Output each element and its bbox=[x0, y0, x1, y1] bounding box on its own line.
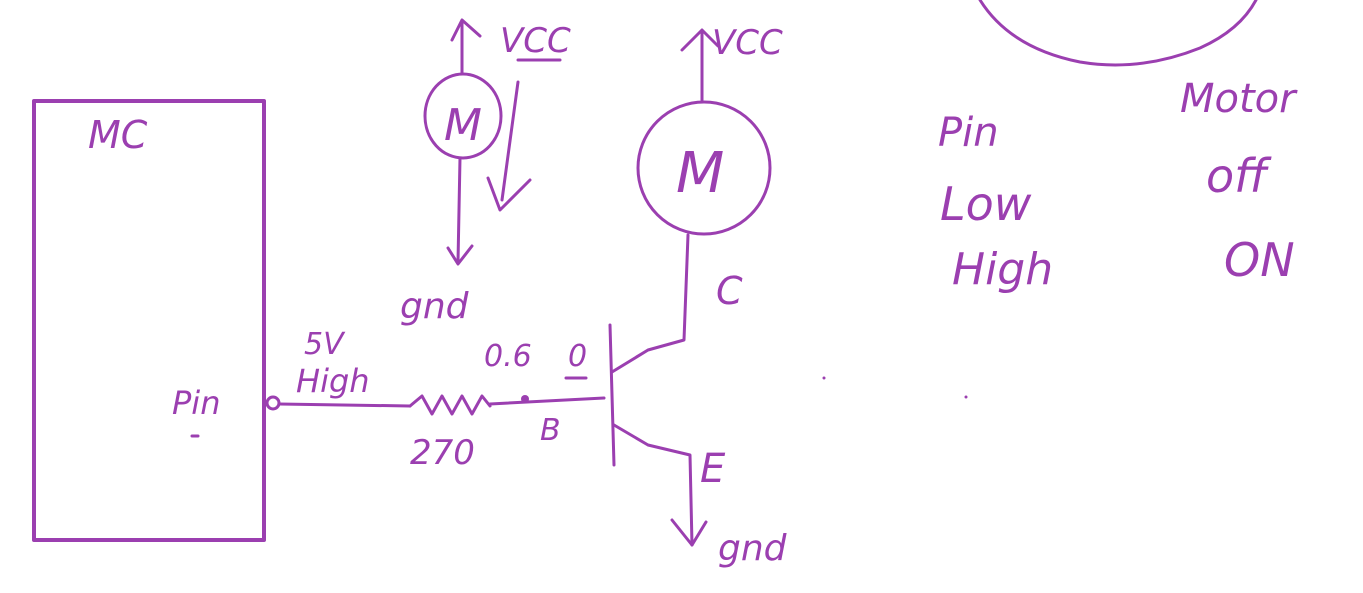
base-node bbox=[521, 395, 529, 403]
table-header-pin: Pin bbox=[938, 110, 999, 156]
stray-dot bbox=[822, 376, 826, 380]
base-voltage-label: 0.6 bbox=[484, 339, 532, 374]
base-wire bbox=[488, 396, 606, 406]
table-row-low-motor: off bbox=[1206, 149, 1272, 203]
base-label: B bbox=[540, 413, 561, 448]
current-flow-arrow bbox=[486, 80, 532, 212]
emitter-lead bbox=[612, 423, 694, 547]
emitter-label: E bbox=[700, 446, 726, 492]
high-label: High bbox=[296, 362, 370, 400]
gnd-emitter-label: gnd bbox=[718, 528, 788, 569]
vcc-left-arrow bbox=[450, 18, 482, 42]
motor-right-circle bbox=[636, 100, 772, 236]
table-row-high-motor: ON bbox=[1224, 233, 1295, 287]
motor-left-label: M bbox=[444, 100, 482, 151]
motor-left-circle bbox=[423, 72, 503, 160]
partial-circle bbox=[978, 0, 1258, 67]
pin-node bbox=[265, 395, 281, 411]
mc-label: MC bbox=[88, 113, 148, 157]
table-header-motor: Motor bbox=[1180, 76, 1298, 122]
motor-right-label: M bbox=[676, 141, 724, 206]
pin-wire bbox=[277, 402, 412, 408]
voltage-label: 5V bbox=[304, 327, 346, 362]
motor-left-gnd-wire bbox=[456, 156, 462, 264]
table-row-low-pin: Low bbox=[940, 177, 1032, 231]
stray-dot bbox=[964, 395, 968, 399]
collector-label: C bbox=[716, 269, 743, 313]
motor-left-gnd-arrow bbox=[446, 244, 474, 266]
emitter-arrow bbox=[670, 518, 708, 547]
vcc-left-label: VCC bbox=[500, 21, 571, 61]
resistor-label: 270 bbox=[410, 433, 475, 473]
vcc-right-label: VCC bbox=[712, 23, 783, 63]
resistor-symbol bbox=[408, 394, 492, 416]
table-row-high-pin: High bbox=[952, 244, 1053, 295]
vcc-right-arrow bbox=[680, 28, 720, 52]
microcontroller-box bbox=[32, 99, 266, 542]
pin-label: Pin bbox=[172, 384, 220, 422]
transistor-base-bar bbox=[608, 323, 616, 467]
gnd-left-label: gnd bbox=[400, 286, 470, 327]
zero-label: 0 bbox=[568, 339, 587, 374]
collector-lead bbox=[610, 233, 690, 374]
